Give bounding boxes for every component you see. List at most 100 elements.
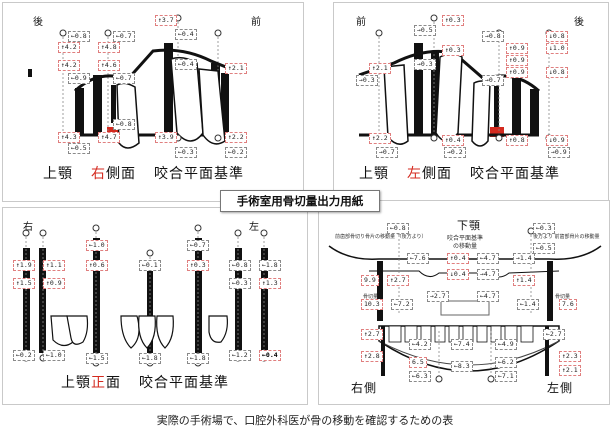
value-tag: ←1.8 xyxy=(187,353,209,364)
post xyxy=(93,238,100,358)
value-tag: ↑4.3 xyxy=(58,132,80,143)
value-tag: ←0.4 xyxy=(175,29,197,40)
value-tag: ←1.5 xyxy=(86,353,108,364)
post xyxy=(39,248,46,353)
value-tag: ↑1.9 xyxy=(13,260,35,271)
post xyxy=(221,73,229,135)
value-tag: ←0.2 xyxy=(225,147,247,158)
post xyxy=(195,238,202,358)
post xyxy=(261,248,268,353)
value-tag: 9.9 xyxy=(361,275,379,286)
corner-right: 前 xyxy=(251,17,261,28)
value-tag: ↑1.3 xyxy=(259,278,281,289)
value-tag: ↓0.8 xyxy=(546,31,568,42)
value-tag: ←0.8 xyxy=(113,119,135,130)
value-tag: ↑1.4 xyxy=(513,275,535,286)
upper-jaw-left-side-panel: 前 後 上顎左側面咬合平面基準 ↑0.3 ↑2.1 ↑2.2 ↑0.3 ↑0.4… xyxy=(333,2,609,202)
value-tag: ↑0.3 xyxy=(187,260,209,271)
value-tag: ↑0.6 xyxy=(86,260,108,271)
value-tag: ←8.3 xyxy=(451,361,473,372)
value-tag: ↓1.0 xyxy=(546,43,568,54)
post xyxy=(111,85,116,123)
value-tag: ←0.9 xyxy=(68,73,90,84)
marker xyxy=(28,69,32,77)
value-tag: ←1.8 xyxy=(139,353,161,364)
value-tag: ←1.4 xyxy=(517,299,539,310)
left-side-label: 左側 xyxy=(547,381,574,395)
value-tag: ↑0.8 xyxy=(506,135,528,146)
value-tag: ←0.2 xyxy=(13,350,35,361)
value-tag: ↑4.6 xyxy=(98,60,120,71)
mid-right-label: 骨切量 xyxy=(555,294,571,300)
value-tag: ←1.8 xyxy=(259,260,281,271)
figure-caption: 実際の手術場で、口腔外科医が骨の移動を確認するための表 xyxy=(156,414,454,427)
post xyxy=(512,75,521,135)
value-tag: ↑2.1 xyxy=(559,365,581,376)
value-tag: →0.7 xyxy=(376,147,398,158)
value-tag: →0.8 xyxy=(482,31,504,42)
post xyxy=(93,75,102,135)
jaw-header-sub1: 咬合平面基準 xyxy=(447,235,484,242)
value-tag: 7.6 xyxy=(559,299,577,310)
corner-left: 後 xyxy=(33,17,43,28)
value-tag: ←0.4 xyxy=(259,350,281,361)
lower-jaw-panel: 下顎 咬合平面基準 の移動量 前歯部骨切り骨片の移動量 （後方より） 後方より … xyxy=(318,200,610,405)
panel-title: 上顎正面咬合平面基準 xyxy=(61,375,229,391)
value-tag: ←0.8 xyxy=(387,223,409,234)
value-tag: ↓0.4 xyxy=(447,269,469,280)
panel-title: 上顎右側面咬合平面基準 xyxy=(43,166,244,182)
value-tag: ↑1.1 xyxy=(43,260,65,271)
value-tag: ↑0.3 xyxy=(442,45,464,56)
value-tag: ↑4.2 xyxy=(58,42,80,53)
post xyxy=(164,43,173,135)
value-tag: 10.3 xyxy=(361,299,383,310)
value-tag: ↑0.9 xyxy=(506,43,528,54)
post xyxy=(494,81,499,129)
value-tag: ←1.0 xyxy=(86,240,108,251)
value-tag: ←4.7 xyxy=(477,253,499,264)
value-tag: →2.7 xyxy=(427,291,449,302)
value-tag: ↑1.5 xyxy=(13,278,35,289)
value-tag: ←1.2 xyxy=(229,350,251,361)
value-tag: ←0.5 xyxy=(533,243,555,254)
post xyxy=(414,43,423,135)
value-tag: ↑0.4 xyxy=(447,253,469,264)
value-tag: 6.5 xyxy=(409,357,427,368)
corner-left: 前 xyxy=(356,17,366,28)
post xyxy=(23,248,30,353)
value-tag: ←0.8 xyxy=(68,31,90,42)
value-tag: ↑2.3 xyxy=(559,351,581,362)
value-tag: ←4.7 xyxy=(477,291,499,302)
upper-jaw-right-side-panel: 後 前 上顎右側面咬合平面基準 ↑4.2 ↑4.2 ↑4.3 ↑3.7 ↑3.9… xyxy=(2,2,304,202)
value-tag: →0.2 xyxy=(444,147,466,158)
value-tag: ↓0.8 xyxy=(546,67,568,78)
value-tag: ↑2.7 xyxy=(361,329,383,340)
panel-title: 上顎左側面咬合平面基準 xyxy=(359,166,560,182)
left-side-diagram xyxy=(358,14,553,147)
value-tag: ↑4.8 xyxy=(98,42,120,53)
value-tag: ↑2.2 xyxy=(225,132,247,143)
post xyxy=(75,88,84,136)
post xyxy=(147,268,153,356)
value-tag: ↑3.7 xyxy=(155,15,177,26)
value-tag: ↑2.2 xyxy=(369,133,391,144)
value-tag: ↑0.9 xyxy=(43,278,65,289)
value-tag: ←0.7 xyxy=(187,240,209,251)
upper-jaw-front-panel: 右 左 上顎正面咬合平面基準 ↑1.9 ↑1.1 ↑1.5 ↑0.9 ←1.0 … xyxy=(2,207,308,405)
value-tag: ←0.1 xyxy=(139,260,161,271)
value-tag: ←0.3 xyxy=(229,278,251,289)
value-tag: →0.9 xyxy=(548,147,570,158)
note-left: 前歯部骨切り骨片の移動量 （後方より） xyxy=(335,234,427,240)
value-tag: ←2.7 xyxy=(543,329,565,340)
post xyxy=(530,89,539,135)
form-title-label: 手術室用骨切量出力用紙 xyxy=(220,190,380,212)
post xyxy=(431,51,439,135)
value-tag: →4.7 xyxy=(477,269,499,280)
value-tag: ←0.8 xyxy=(229,260,251,271)
value-tag: ←0.4 xyxy=(175,59,197,70)
value-tag: ←7.6 xyxy=(407,253,429,264)
jaw-header-title: 下顎 xyxy=(457,219,481,232)
value-tag: ↑4.7 xyxy=(98,132,120,143)
value-tag: ↑4.2 xyxy=(58,60,80,71)
value-tag: ←0.3 xyxy=(175,147,197,158)
